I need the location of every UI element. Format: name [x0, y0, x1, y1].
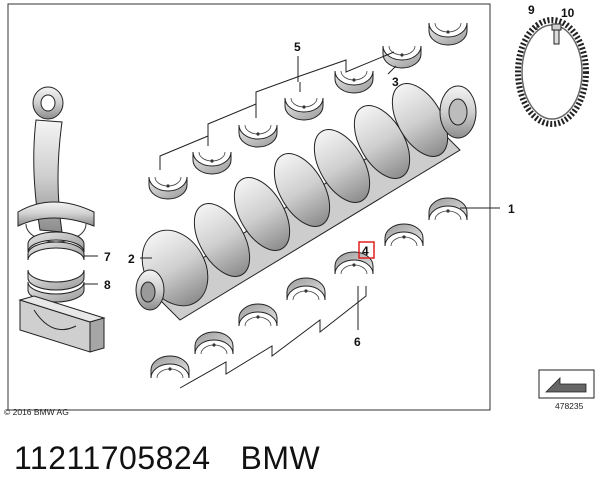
- callout-5[interactable]: 5: [294, 40, 301, 54]
- crankshaft: [135, 83, 477, 321]
- bolt: [551, 23, 562, 45]
- callout-1[interactable]: 1: [508, 202, 515, 216]
- highlighted-callout-4[interactable]: 4: [358, 241, 375, 259]
- callout-3[interactable]: 3: [392, 75, 399, 89]
- parts-diagram: 1 2 3 5 6 7 8 9 10 4 © 2016 BMW AG 47823…: [4, 3, 595, 417]
- direction-arrow-box: [538, 369, 595, 399]
- callout-7[interactable]: 7: [104, 250, 111, 264]
- connecting-rod: [17, 86, 95, 243]
- copyright-text: © 2016 BMW AG: [4, 407, 69, 417]
- callout-2[interactable]: 2: [128, 252, 135, 266]
- callout-4[interactable]: 4: [362, 244, 369, 258]
- rod-bearing-shells: [27, 231, 85, 303]
- part-number: 11211705824: [14, 440, 211, 476]
- callout-5-leader: [159, 51, 395, 170]
- callout-9[interactable]: 9: [528, 3, 535, 17]
- callout-6-leader: [179, 286, 367, 389]
- callout-8[interactable]: 8: [104, 278, 111, 292]
- leader-lines: [84, 24, 538, 285]
- flywheel-ring: [515, 17, 589, 127]
- diagram-number: 478235: [555, 401, 584, 411]
- callout-6[interactable]: 6: [354, 335, 361, 349]
- rod-cap: [18, 295, 106, 353]
- footer-caption: 11211705824 BMW: [14, 440, 320, 477]
- brand-name: BMW: [240, 440, 321, 476]
- callout-10[interactable]: 10: [561, 6, 575, 20]
- diagram-frame: [7, 3, 491, 411]
